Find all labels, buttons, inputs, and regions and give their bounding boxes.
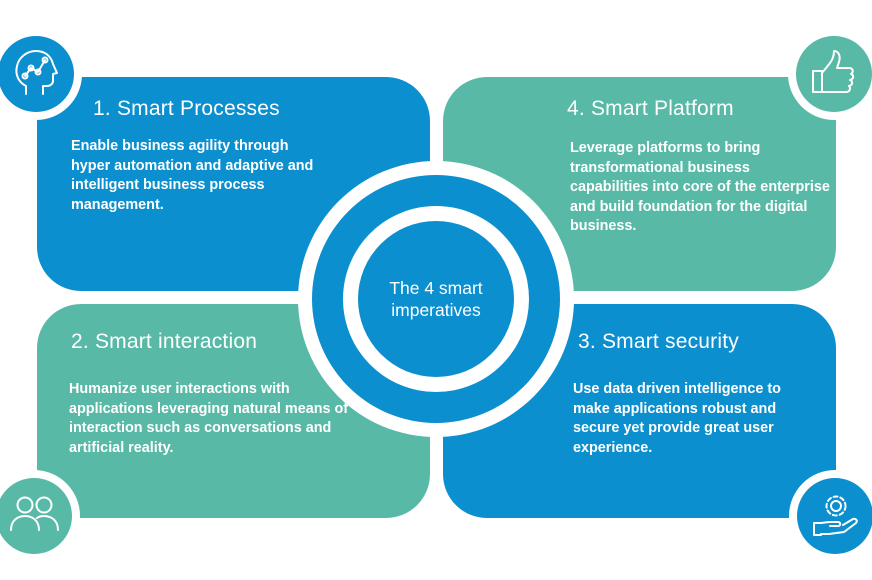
icon-disc bbox=[796, 36, 872, 112]
quadrant-smart-security: 3. Smart security Use data driven intell… bbox=[443, 304, 836, 518]
users-icon-badge bbox=[0, 470, 80, 562]
head-network-icon bbox=[15, 50, 58, 95]
quadrant-title: 4. Smart Platform bbox=[567, 97, 734, 120]
quadrant-description: Enable business agility through hyper au… bbox=[71, 138, 314, 213]
quadrant-title: 2. Smart interaction bbox=[71, 330, 258, 353]
hand-gear-icon-badge bbox=[789, 470, 872, 562]
thumbs-up-icon bbox=[812, 50, 855, 93]
hand-gear-icon bbox=[813, 495, 858, 536]
center-label: The 4 smart imperatives bbox=[371, 277, 501, 321]
quadrant-title: 1. Smart Processes bbox=[93, 97, 280, 120]
center-hub: The 4 smart imperatives bbox=[358, 221, 514, 377]
icon-disc bbox=[0, 478, 72, 554]
center-label-line2: imperatives bbox=[391, 300, 481, 320]
quadrant-title: 3. Smart security bbox=[578, 330, 739, 353]
quadrant-description: Leverage platforms to bring transformati… bbox=[570, 140, 830, 234]
head-network-icon-badge bbox=[0, 28, 82, 120]
users-icon bbox=[10, 496, 59, 531]
thumbs-up-icon-badge bbox=[788, 28, 872, 120]
center-label-line1: The 4 smart bbox=[389, 278, 483, 298]
quadrant-description: Use data driven intelligence to make app… bbox=[573, 381, 781, 456]
quadrant-description: Humanize user interactions with applicat… bbox=[69, 381, 349, 456]
